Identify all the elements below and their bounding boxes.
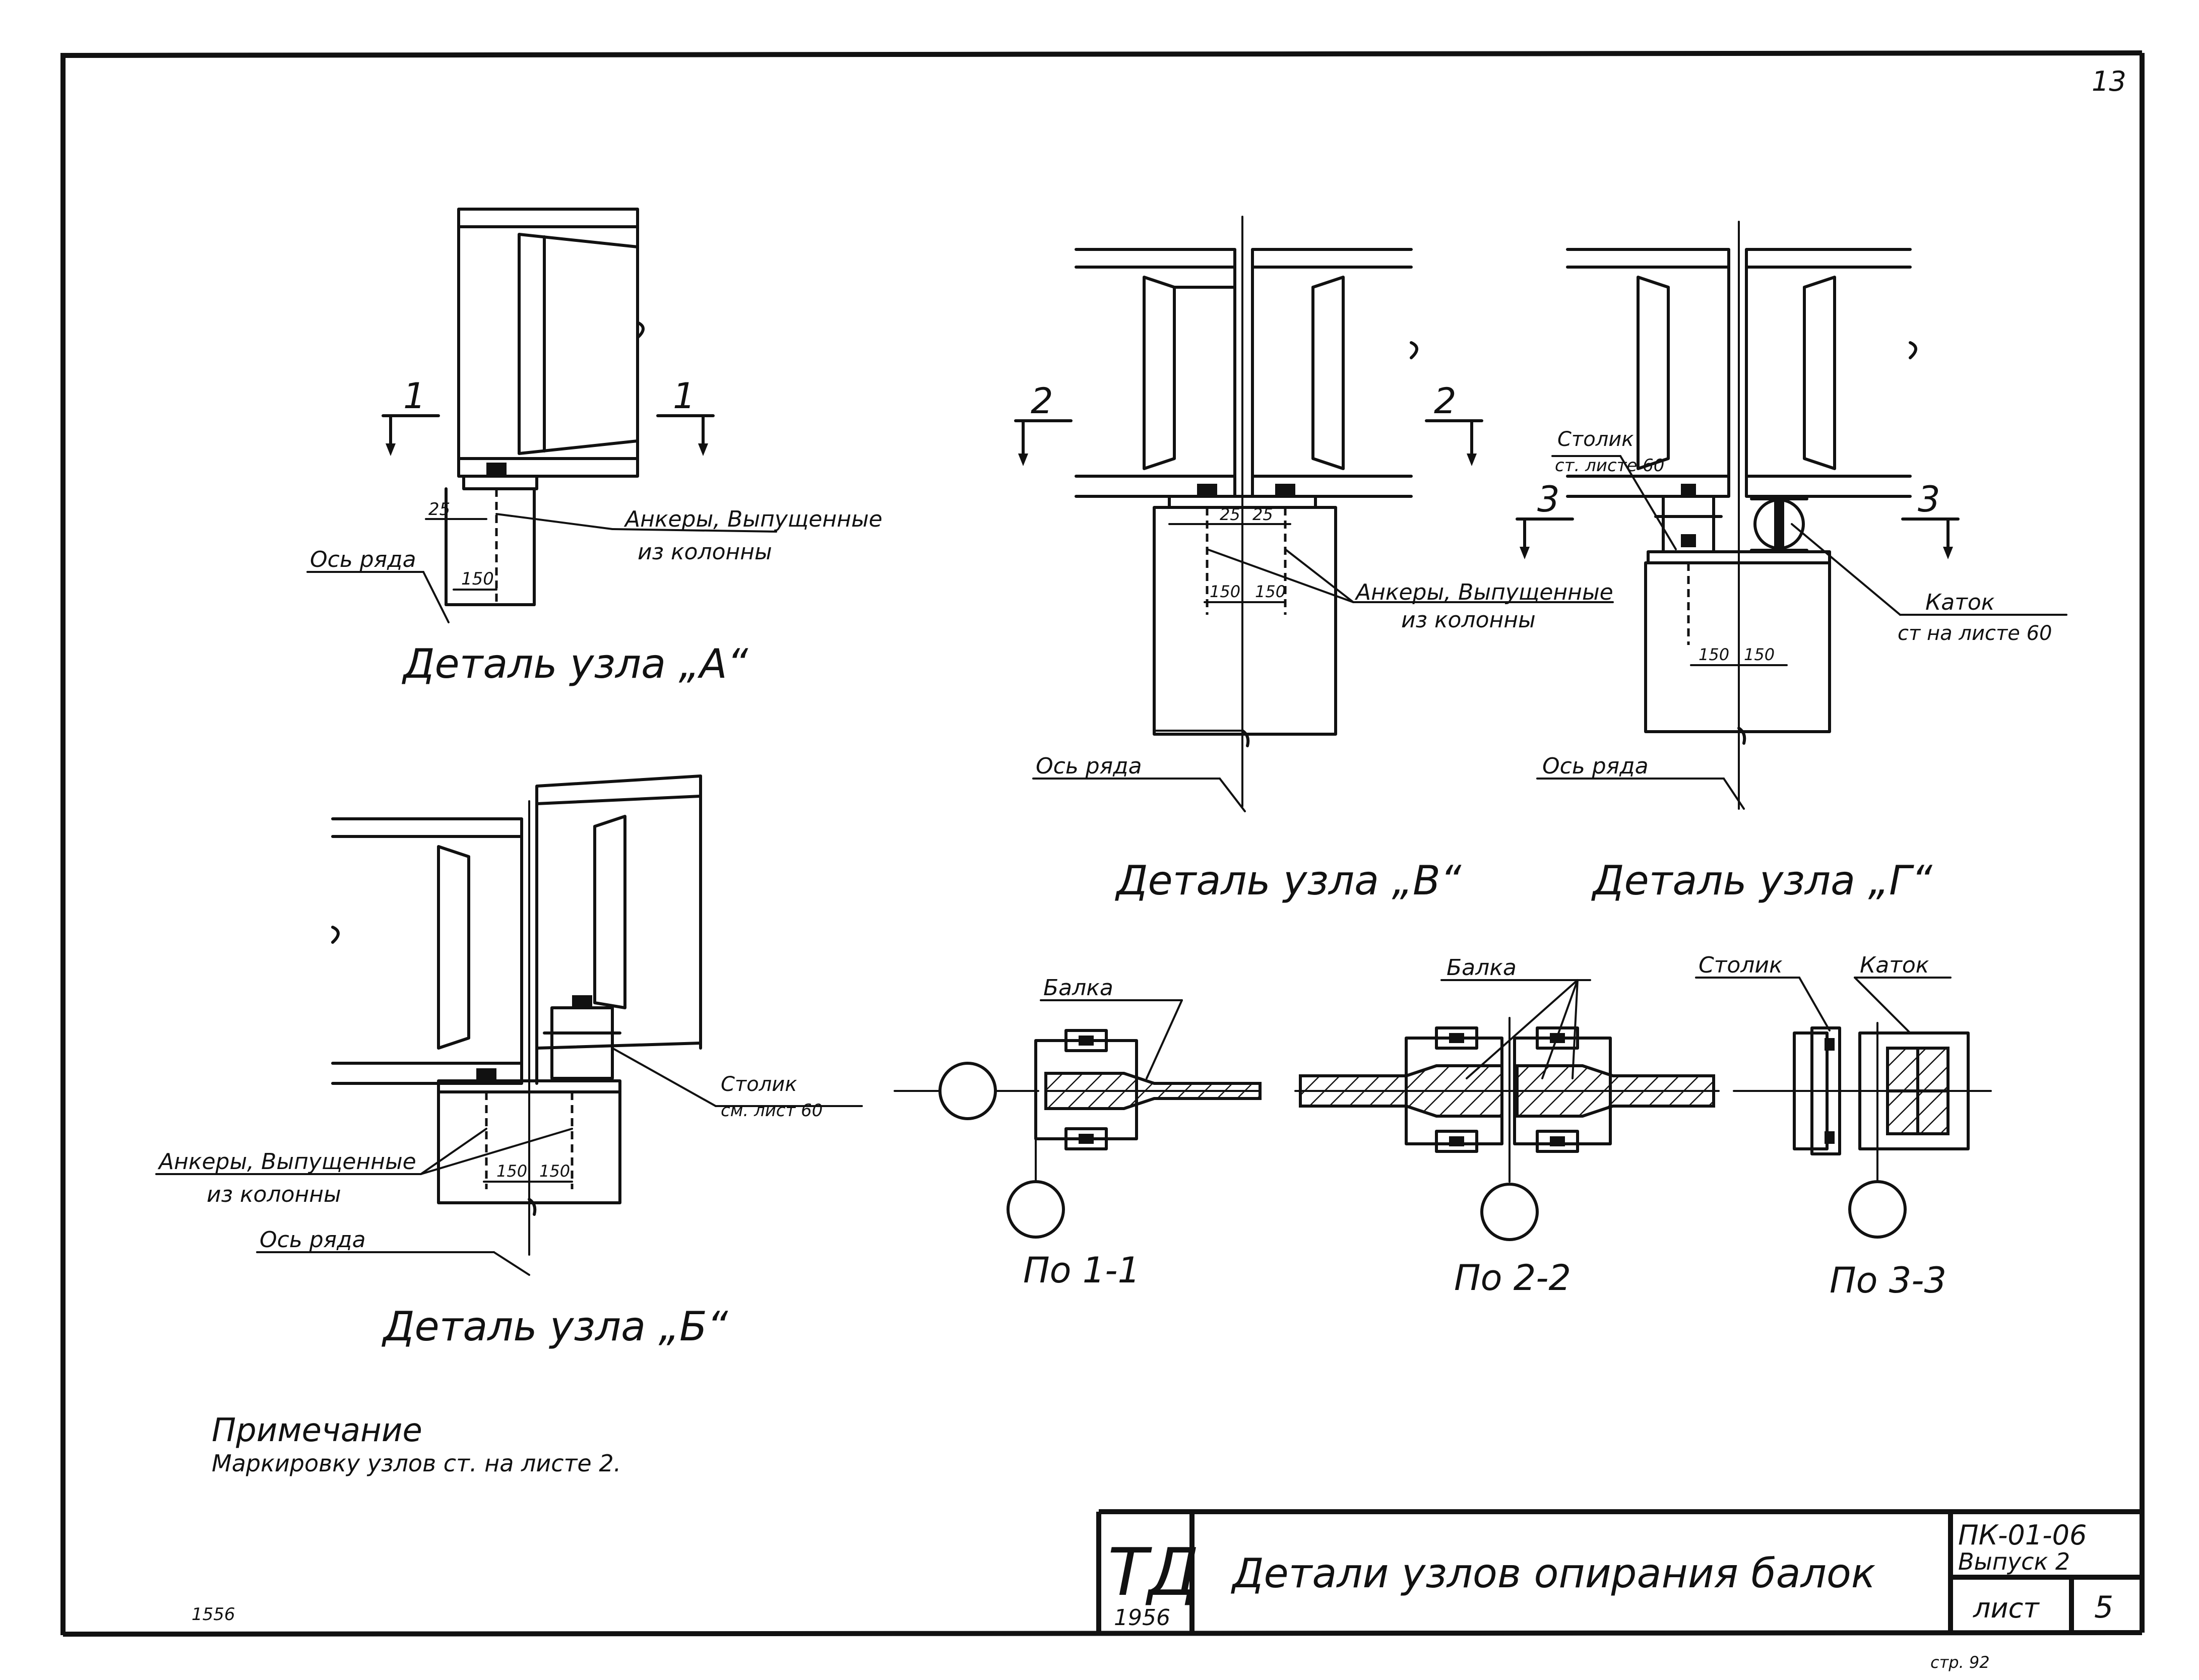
title-block-sheet-value: 5	[2094, 1590, 2113, 1625]
node-b-label-table-1: Столик	[721, 1073, 797, 1096]
node-a-section-right: 1	[673, 375, 696, 417]
node-a-section-left: 1	[403, 375, 426, 417]
node-g-label-table-1: Столик	[1557, 428, 1633, 451]
title-block-frame	[1096, 1509, 2142, 1634]
note-text: Маркировку узлов ст. на листе 2.	[212, 1450, 621, 1477]
node-v-dim-25a: 25	[1220, 505, 1240, 524]
node-b-label-axis: Ось ряда	[260, 1227, 366, 1253]
node-v-title: Деталь узла „В“	[1115, 857, 1462, 904]
title-block-code: ПК-01-06	[1958, 1519, 2087, 1551]
stamp-code: 1556	[192, 1604, 235, 1625]
node-v-drawing	[1014, 216, 1614, 812]
section-2-2-drawing	[1294, 979, 1720, 1241]
sheet-frame	[60, 50, 2145, 1637]
node-a-label-axis: Ось ряда	[310, 547, 416, 572]
node-v-dim-150b: 150	[1255, 582, 1286, 601]
node-v-dim-150a: 150	[1210, 582, 1240, 601]
node-g-label-axis: Ось ряда	[1542, 753, 1649, 779]
node-b-title: Деталь узла „Б“	[382, 1303, 728, 1350]
note-heading: Примечание	[212, 1412, 422, 1449]
section-3-3-title: По 3-3	[1830, 1260, 1946, 1301]
node-g-dim-150b: 150	[1744, 645, 1775, 664]
section-2-2-title: По 2-2	[1454, 1257, 1571, 1299]
section-1-1-title: По 1-1	[1023, 1250, 1140, 1291]
node-b-dim-150b: 150	[539, 1161, 570, 1181]
node-v-label-anchors-1: Анкеры, Выпущенные	[1354, 579, 1613, 605]
node-a-drawing	[306, 208, 777, 623]
node-v-dim-25b: 25	[1252, 505, 1273, 524]
node-v-label-axis: Ось ряда	[1036, 753, 1142, 779]
node-g-label-roller-1: Каток	[1925, 590, 1995, 615]
node-a-label-anchors-1: Анкеры, Выпущенные	[623, 506, 883, 532]
node-b-label-anchors-2: из колонны	[207, 1182, 341, 1207]
footer-page: стр. 92	[1930, 1653, 1990, 1672]
node-a-dim-25: 25	[428, 499, 450, 520]
section-1-1-label-beam: Балка	[1043, 975, 1113, 1001]
node-b-dim-150a: 150	[496, 1161, 527, 1181]
section-3-3-label-roller: Каток	[1860, 952, 1929, 978]
node-a-title: Деталь узла „А“	[402, 640, 748, 687]
node-g-title: Деталь узла „Г“	[1591, 857, 1933, 904]
node-g-label-roller-2: ст на листе 60	[1898, 622, 2052, 645]
node-v-section-right: 2	[1434, 380, 1457, 422]
section-1-1-drawing	[894, 999, 1262, 1239]
node-g-drawing	[1516, 221, 2067, 810]
node-b-label-table-2: см. лист 60	[721, 1101, 823, 1121]
section-3-3-label-table: Столик	[1699, 952, 1783, 978]
node-g-dim-150a: 150	[1699, 645, 1729, 664]
node-g-label-table-2: ст. листе 60	[1555, 456, 1664, 476]
node-a-label-anchors-2: из колонны	[638, 539, 772, 565]
node-b-label-anchors-1: Анкеры, Выпущенные	[157, 1149, 416, 1175]
node-v-section-left: 2	[1031, 380, 1053, 422]
title-block-year: 1956	[1114, 1605, 1170, 1631]
section-3-3-drawing	[1695, 977, 1992, 1239]
title-block-title: Детали узлов опирания балок	[1231, 1550, 1875, 1597]
title-block-sheet-label: лист	[1973, 1592, 2040, 1624]
node-g-section-right: 3	[1918, 479, 1940, 520]
title-block-issue: Выпуск 2	[1958, 1548, 2070, 1575]
sheet-number: 13	[2092, 66, 2126, 97]
node-b-drawing	[155, 774, 863, 1276]
title-block-logo: ТД	[1108, 1534, 1199, 1610]
section-2-2-label-beam: Балка	[1447, 955, 1517, 981]
node-v-label-anchors-2: из колонны	[1401, 607, 1536, 633]
node-a-dim-150: 150	[461, 569, 494, 589]
node-g-section-left: 3	[1537, 479, 1560, 520]
